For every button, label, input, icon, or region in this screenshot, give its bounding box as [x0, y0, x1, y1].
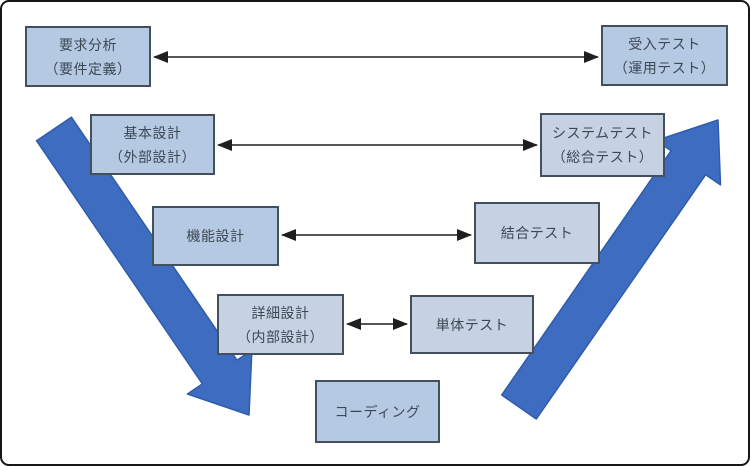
- test-flow-up-arrow: [500, 119, 722, 420]
- box-integration-test: 結合テスト: [474, 202, 600, 264]
- box-sublabel: （外部設計）: [109, 148, 196, 165]
- box-sublabel: （要件定義）: [44, 60, 132, 77]
- box-label: 機能設計: [186, 228, 245, 244]
- box-coding: コーディング: [315, 380, 440, 443]
- box-functional-design: 機能設計: [152, 206, 279, 266]
- box-sublabel: （内部設計）: [237, 328, 324, 345]
- box-acceptance-test: 受入テスト （運用テスト）: [601, 25, 728, 86]
- box-label: 要求分析: [59, 36, 117, 53]
- box-system-test: システムテスト （総合テスト）: [540, 113, 665, 177]
- box-label: 結合テスト: [500, 225, 574, 241]
- box-basic-design: 基本設計 （外部設計）: [90, 114, 215, 175]
- box-label: コーディング: [334, 403, 421, 420]
- box-label: 基本設計: [123, 124, 182, 141]
- box-sublabel: （総合テスト）: [551, 149, 654, 165]
- box-label: 単体テスト: [435, 316, 509, 333]
- box-label: システムテスト: [551, 125, 654, 141]
- box-unit-test: 単体テスト: [410, 295, 534, 354]
- box-label: 受入テスト: [628, 35, 701, 52]
- box-requirements-analysis: 要求分析 （要件定義）: [25, 26, 151, 87]
- box-sublabel: （運用テスト）: [613, 59, 716, 76]
- box-label: 詳細設計: [251, 304, 310, 321]
- box-detailed-design: 詳細設計 （内部設計）: [217, 294, 344, 355]
